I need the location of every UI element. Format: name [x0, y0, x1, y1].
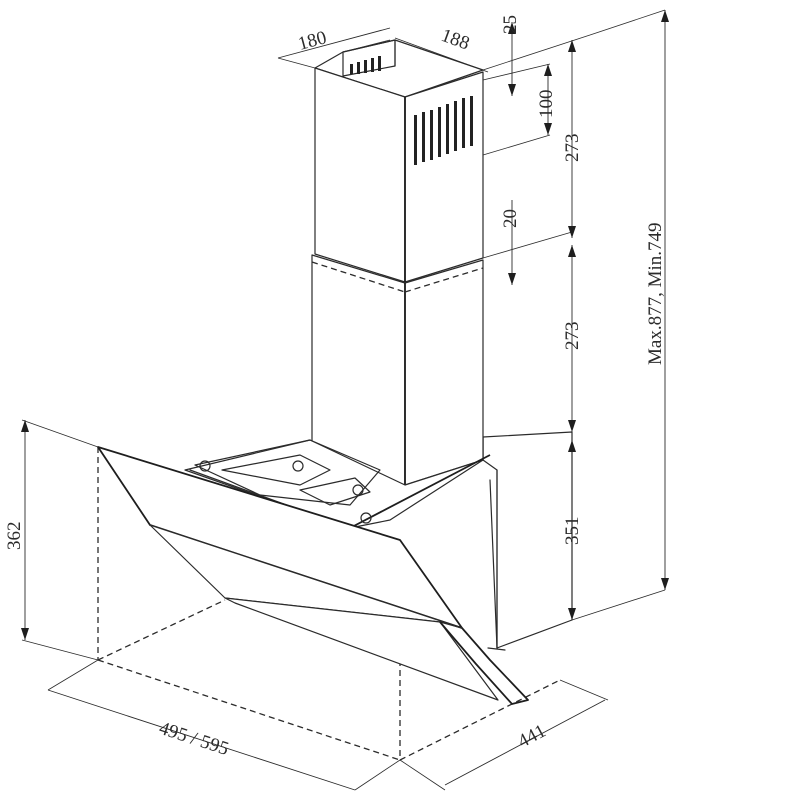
wall-back-panel: [482, 431, 573, 649]
label-hood-height: 362: [4, 522, 25, 551]
lower-chimney: [311, 254, 484, 486]
label-vent-top-gap: 25: [500, 15, 521, 34]
hood-body: [97, 439, 561, 761]
upper-chimney: [314, 39, 484, 283]
label-vent-height: 100: [536, 90, 557, 119]
dimension-arrows: [21, 10, 669, 640]
label-hood-depth: 441: [514, 720, 549, 752]
label-lower-chimney-height: 273: [562, 322, 583, 351]
label-total-height: Max.877, Min.749: [645, 223, 666, 366]
label-overlap: 20: [500, 209, 521, 228]
label-body-height: 351: [562, 517, 583, 546]
label-upper-chimney-height: 273: [562, 134, 583, 163]
top-vent-slots: [350, 56, 381, 74]
side-vent-slots: [414, 96, 473, 165]
label-chimney-depth: 188: [438, 25, 472, 54]
label-chimney-width: 180: [296, 27, 329, 55]
label-hood-width: 495 / 595: [156, 718, 231, 760]
